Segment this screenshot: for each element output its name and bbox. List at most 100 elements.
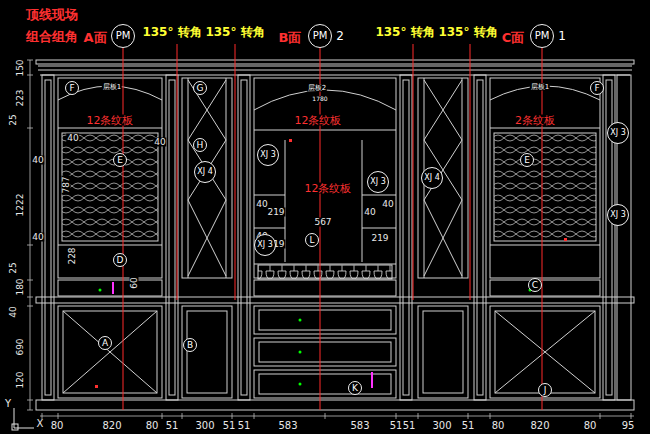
dimension-text: 690 — [16, 337, 25, 356]
dimension-text: 228 — [68, 246, 77, 265]
dimension-text: 820 — [529, 421, 550, 431]
annotation-text: B面 — [278, 31, 303, 44]
callout-circle: XJ 3 — [367, 171, 389, 193]
dimension-text: 583 — [277, 421, 298, 431]
annotation-text: 层板1 — [102, 84, 122, 91]
dimension-text: 40 — [31, 233, 44, 242]
callout-circle: L — [305, 233, 319, 247]
callout-number: B — [187, 341, 193, 350]
dimension-text: 40 — [363, 208, 376, 217]
callout-circle: PM — [111, 24, 135, 48]
dimension-text: 567 — [313, 218, 332, 227]
callout-circle: B — [183, 338, 197, 352]
dimension-text: 583 — [349, 421, 370, 431]
annotation-text: C面 — [501, 31, 526, 44]
dimension-text: 219 — [266, 208, 285, 217]
callout-number: A — [102, 339, 108, 348]
dimension-text: 25 — [9, 113, 18, 126]
dimension-text: 51 — [402, 421, 417, 431]
callout-number: XJ 4 — [197, 168, 212, 176]
callout-circle: PM — [308, 24, 332, 48]
callout-circle: J — [538, 383, 552, 397]
annotation-text: 1 — [557, 30, 567, 42]
callout-circle: A — [98, 336, 112, 350]
dimension-lines — [27, 60, 634, 419]
callout-number: XJ 3 — [257, 241, 272, 249]
dimension-text: 60 — [130, 276, 139, 289]
callout-number: F — [69, 84, 74, 93]
dimension-text: 1222 — [16, 193, 25, 218]
callout-circle: F — [65, 81, 79, 95]
dimension-text: 51 — [222, 421, 237, 431]
callout-circle: XJ 3 — [607, 204, 629, 226]
dimension-text: 300 — [431, 421, 452, 431]
dimension-text: 51 — [237, 421, 252, 431]
dimension-text: 223 — [16, 88, 25, 107]
dimension-text: 787 — [62, 175, 71, 194]
callout-number: XJ 3 — [260, 151, 275, 159]
callout-number: XJ 3 — [370, 178, 385, 186]
callout-circle: K — [348, 381, 362, 395]
callout-number: C — [532, 281, 538, 290]
dimension-text: 51 — [461, 421, 476, 431]
callout-circle: PM — [530, 24, 554, 48]
dimension-text: 80 — [50, 421, 65, 431]
callout-number: XJ 4 — [424, 174, 439, 182]
side-b-panel — [254, 78, 396, 398]
callout-number: PM — [313, 31, 328, 41]
dimension-text: 51 — [165, 421, 180, 431]
callout-number: E — [117, 156, 123, 165]
callout-circle: E — [113, 153, 127, 167]
annotation-text: 2条纹板 — [514, 115, 556, 126]
callout-number: E — [524, 156, 530, 165]
annotation-text: A面 — [82, 31, 107, 44]
callout-number: L — [309, 236, 314, 245]
callout-number: XJ 3 — [610, 211, 625, 219]
dimension-text: 40 — [9, 305, 18, 318]
callout-number: K — [352, 384, 358, 393]
callout-circle: XJ 3 — [257, 144, 279, 166]
dimension-text: Y — [4, 399, 12, 409]
callout-circle: XJ 3 — [607, 122, 629, 144]
dimension-text: 40 — [31, 156, 44, 165]
callout-circle: G — [193, 81, 207, 95]
annotation-text: 135° 转角 — [141, 26, 202, 38]
side-c-panel — [490, 78, 600, 398]
callout-circle: XJ 4 — [421, 167, 443, 189]
annotation-text: 135° 转角 — [437, 26, 498, 38]
dimension-text: 80 — [145, 421, 160, 431]
dimension-text: 40 — [66, 134, 79, 143]
annotation-text: 12条纹板 — [294, 115, 343, 126]
annotation-text: 层板2 — [307, 85, 327, 92]
callout-number: D — [117, 256, 124, 265]
dimension-text: 25 — [9, 261, 18, 274]
annotation-text: 2 — [335, 30, 345, 42]
annotation-text: 12条纹板 — [304, 183, 353, 194]
callout-circle: C — [528, 278, 542, 292]
callout-number: G — [197, 84, 204, 93]
annotation-text: 135° 转角 — [374, 26, 435, 38]
callout-number: H — [197, 141, 204, 150]
dimension-text: 300 — [194, 421, 215, 431]
dimension-text: 80 — [491, 421, 506, 431]
callout-circle: F — [590, 81, 604, 95]
dimension-text: X — [36, 419, 45, 429]
callout-circle: H — [193, 138, 207, 152]
dimension-text: 40 — [381, 200, 394, 209]
callout-circle: XJ 4 — [194, 161, 216, 183]
corner-rack — [182, 78, 468, 398]
annotation-text: 135° 转角 — [204, 26, 265, 38]
dimension-text: 180 — [16, 277, 25, 296]
annotation-text: 组合组角 — [25, 30, 79, 43]
callout-number: F — [594, 84, 599, 93]
hardware-marks — [95, 139, 567, 388]
callout-number: PM — [116, 31, 131, 41]
annotation-text: 12条纹板 — [86, 115, 135, 126]
annotation-text: 层板1 — [530, 84, 550, 91]
dimension-text: 95 — [621, 421, 636, 431]
callout-circle: E — [520, 153, 534, 167]
callout-circle: XJ 3 — [254, 234, 276, 256]
annotation-text: 1780 — [311, 96, 328, 102]
